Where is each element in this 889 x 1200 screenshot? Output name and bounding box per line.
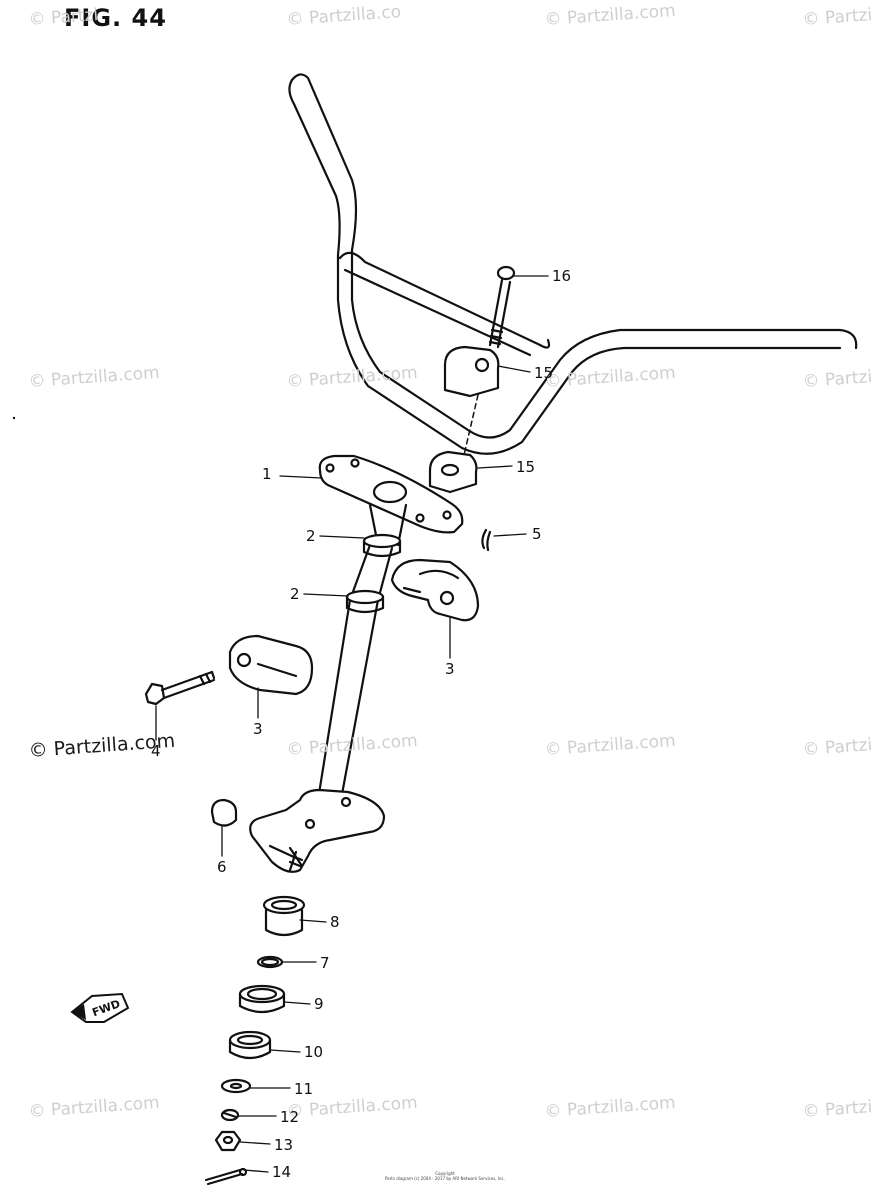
part-10-bearing bbox=[228, 1030, 272, 1060]
fwd-arrow-icon: FWD bbox=[70, 992, 130, 1023]
part-1-upper-bracket bbox=[318, 454, 464, 547]
part-3-holder-right bbox=[390, 558, 480, 622]
callout-10: 10 bbox=[304, 1043, 324, 1061]
part-5-pin bbox=[481, 528, 492, 552]
callout-11: 11 bbox=[294, 1080, 314, 1098]
callout-16: 16 bbox=[552, 267, 572, 285]
part-7-oring bbox=[256, 955, 284, 969]
part-2-bushing-upper bbox=[362, 533, 402, 558]
callout-8: 8 bbox=[330, 913, 340, 931]
leader-lines bbox=[155, 275, 549, 1173]
part-4-bolt bbox=[144, 670, 216, 706]
lower-bracket bbox=[249, 788, 386, 873]
callout-15-upper: 15 bbox=[534, 364, 554, 382]
callout-14: 14 bbox=[272, 1163, 292, 1181]
part-15-upper-clamp bbox=[443, 345, 500, 398]
callout-15-lower: 15 bbox=[516, 458, 536, 476]
callout-3-left: 3 bbox=[253, 720, 263, 738]
part-11-washer bbox=[220, 1078, 252, 1094]
callout-2-upper: 2 bbox=[306, 527, 316, 545]
part-12-washer bbox=[220, 1108, 240, 1122]
copyright-footer: Copyright Parts diagram (c) 2004 - 2017 … bbox=[380, 1171, 510, 1182]
handlebar bbox=[288, 73, 858, 455]
callout-3-right: 3 bbox=[445, 660, 455, 678]
callout-12: 12 bbox=[280, 1108, 300, 1126]
callout-2-lower: 2 bbox=[290, 585, 300, 603]
steering-shaft bbox=[316, 543, 394, 807]
part-2-bushing-lower bbox=[345, 589, 385, 614]
callout-4: 4 bbox=[151, 742, 161, 760]
figure-title: FIG. 44 bbox=[64, 4, 167, 32]
copyright-line-2: Parts diagram (c) 2004 - 2017 by ARI Net… bbox=[384, 1175, 506, 1181]
callout-7: 7 bbox=[320, 954, 330, 972]
callout-13: 13 bbox=[274, 1136, 294, 1154]
callout-1: 1 bbox=[262, 465, 272, 483]
part-14-cotter-pin bbox=[204, 1167, 248, 1186]
copyright-line-1: Copyright bbox=[435, 1171, 455, 1176]
part-3-holder-left bbox=[228, 634, 314, 696]
part-16-bolt bbox=[488, 265, 516, 349]
part-9-seal bbox=[238, 984, 286, 1014]
callout-5: 5 bbox=[532, 525, 542, 543]
callout-6: 6 bbox=[217, 858, 227, 876]
part-6-rubber bbox=[210, 798, 238, 827]
part-15-lower-clamp bbox=[428, 450, 478, 494]
part-13-nut bbox=[214, 1130, 242, 1152]
callout-9: 9 bbox=[314, 995, 324, 1013]
part-8-bushing bbox=[262, 895, 306, 937]
